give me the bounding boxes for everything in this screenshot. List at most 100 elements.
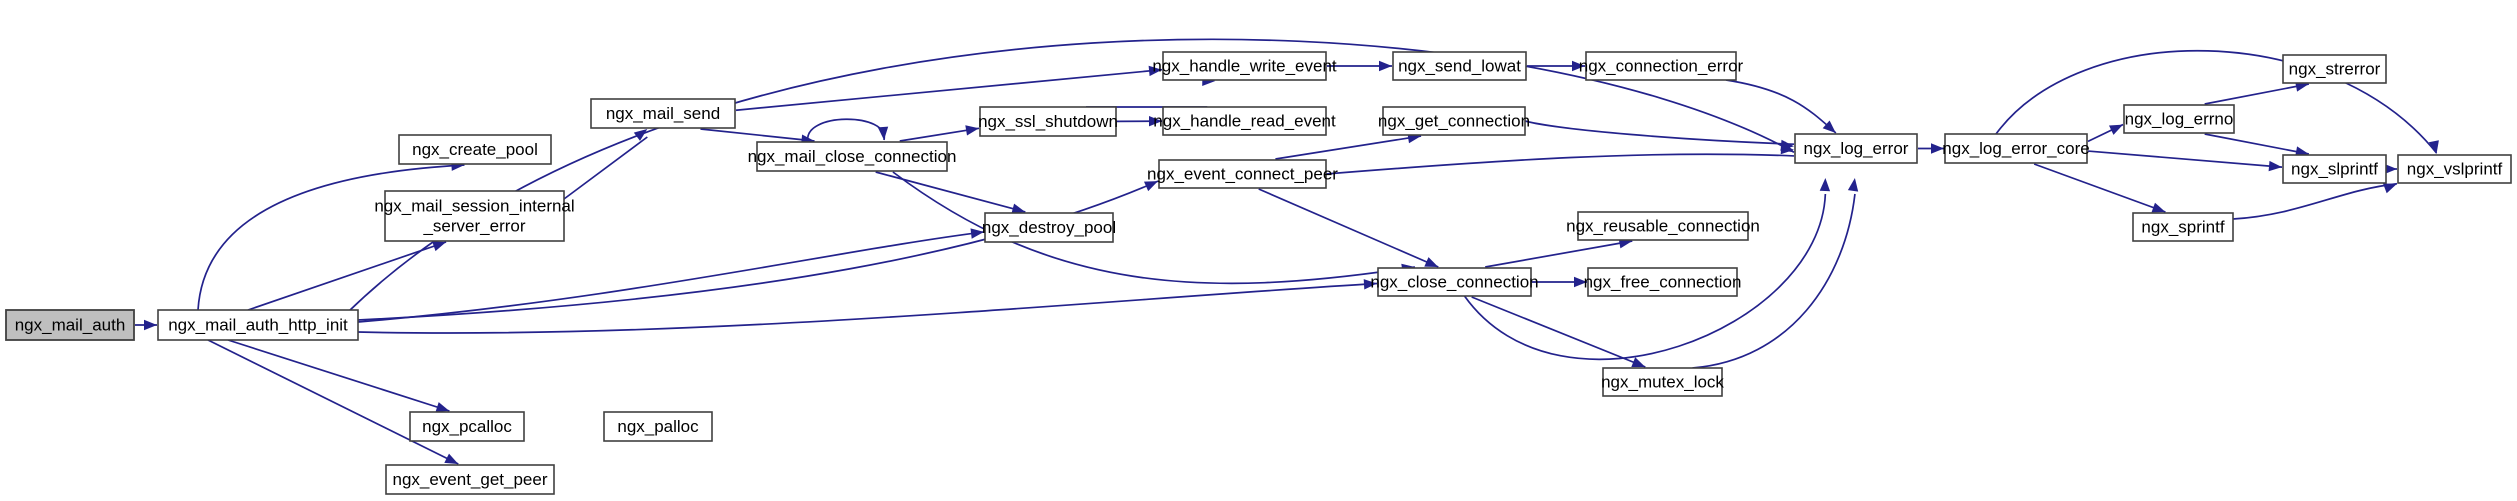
node-box-ngx_ssl_shutdown[interactable] [979,106,1117,137]
edge-arrowhead [1847,178,1859,192]
node-ngx_log_error_core[interactable]: ngx_log_error_core [1942,133,2090,164]
node-ngx_log_error[interactable]: ngx_log_error [1794,133,1918,164]
node-label-ngx_send_lowat: ngx_send_lowat [1398,56,1521,75]
edge-arrowhead [1631,357,1646,367]
node-ngx_reusable_connection[interactable]: ngx_reusable_connection [1566,211,1760,241]
edge-ngx_event_connect_peer-ngx_log_error [1325,153,1795,175]
edge-ngx_close_connection-ngx_reusable_connection [1485,240,1633,268]
node-ngx_strerror[interactable]: ngx_strerror [2282,54,2387,84]
node-ngx_create_pool[interactable]: ngx_create_pool [398,134,552,165]
node-box-ngx_mail_auth[interactable] [5,309,135,341]
node-ngx_mail_close_connection[interactable]: ngx_mail_close_connection [748,141,957,172]
edge-arrowhead [1574,276,1587,288]
node-box-ngx_mail_send[interactable] [590,98,736,129]
node-box-ngx_reusable_connection[interactable] [1577,211,1749,241]
node-ngx_event_get_peer[interactable]: ngx_event_get_peer [385,464,555,495]
node-box-ngx_log_error_core[interactable] [1944,133,2088,164]
node-label-ngx_handle_write_event: ngx_handle_write_event [1152,56,1337,75]
edge-ngx_log_error_core-ngx_slprintf [2087,150,2283,168]
node-box-ngx_strerror[interactable] [2282,54,2387,84]
edge-ngx_mail_auth_http_init-ngx_event_connect_peer [357,180,1159,321]
node-box-ngx_event_get_peer[interactable] [385,464,555,495]
node-box-ngx_pcalloc[interactable] [409,411,525,442]
edge-arrowhead [2109,124,2123,135]
node-label-ngx_ssl_shutdown: ngx_ssl_shutdown [978,112,1118,131]
node-ngx_handle_read_event[interactable]: ngx_handle_read_event [1153,106,1336,136]
node-ngx_palloc[interactable]: ngx_palloc [603,411,713,442]
edge-arrowhead [1819,178,1831,192]
node-box-ngx_get_connection[interactable] [1382,106,1526,136]
edge-ngx_get_connection-ngx_log_error [1524,120,1795,146]
node-box-ngx_mail_auth_http_init[interactable] [157,309,359,341]
node-ngx_event_connect_peer[interactable]: ngx_event_connect_peer [1147,159,1338,189]
node-ngx_destroy_pool[interactable]: ngx_destroy_pool [982,212,1116,243]
edge-arrowhead [1822,120,1836,133]
node-ngx_mutex_lock[interactable]: ngx_mutex_lock [1601,367,1724,397]
node-label-ngx_event_get_peer: ngx_event_get_peer [392,470,547,489]
node-label-ngx_vslprintf: ngx_vslprintf [2407,159,2503,178]
node-ngx_send_lowat[interactable]: ngx_send_lowat [1392,51,1527,81]
edge-arrowhead [144,319,157,331]
node-box-ngx_mutex_lock[interactable] [1602,367,1723,397]
node-box-ngx_create_pool[interactable] [398,134,552,165]
node-box-ngx_handle_read_event[interactable] [1162,106,1327,136]
edge-ngx_log_errno-ngx_strerror [2204,83,2310,105]
node-box-ngx_slprintf[interactable] [2282,154,2387,184]
node-box-ngx_vslprintf[interactable] [2397,154,2512,184]
node-label2-ngx_mail_session_internal_server_error: _server_error [422,216,525,235]
node-ngx_handle_write_event[interactable]: ngx_handle_write_event [1152,51,1337,81]
node-label-ngx_log_error_core: ngx_log_error_core [1942,139,2089,158]
node-box-ngx_log_error[interactable] [1794,133,1918,164]
node-ngx_vslprintf[interactable]: ngx_vslprintf [2397,154,2512,184]
edge-ngx_mail_auth_http_init-ngx_destroy_pool [357,231,985,323]
edge-ngx_event_connect_peer-ngx_close_connection [1258,188,1439,268]
edge-ngx_mail_auth_http_init-ngx_create_pool [197,164,465,311]
node-ngx_get_connection[interactable]: ngx_get_connection [1378,106,1530,136]
edge-arrowhead [2295,146,2309,157]
node-ngx_mail_session_internal_server_error[interactable]: ngx_mail_session_internal_server_error [374,190,575,242]
edge-ngx_close_connection-ngx_log_error [1463,193,1827,361]
node-box-ngx_palloc[interactable] [603,411,713,442]
node-ngx_slprintf[interactable]: ngx_slprintf [2282,154,2387,184]
node-box-ngx_destroy_pool[interactable] [984,212,1114,243]
edge-arrowhead [1424,257,1439,267]
node-label-ngx_mail_close_connection: ngx_mail_close_connection [748,147,957,166]
edge-arrowhead [435,402,450,412]
edge-arrowhead [633,129,648,141]
node-ngx_close_connection[interactable]: ngx_close_connection [1370,267,1539,297]
node-ngx_pcalloc[interactable]: ngx_pcalloc [409,411,525,442]
node-box-ngx_event_connect_peer[interactable] [1158,159,1327,189]
node-ngx_connection_error[interactable]: ngx_connection_error [1579,51,1744,81]
node-ngx_free_connection[interactable]: ngx_free_connection [1584,267,1742,297]
node-ngx_log_errno[interactable]: ngx_log_errno [2123,104,2235,134]
edge-ngx_mail_close_connection-ngx_ssl_shutdown [899,127,980,142]
node-box-ngx_connection_error[interactable] [1585,51,1737,81]
node-box-ngx_close_connection[interactable] [1377,267,1532,297]
node-label-ngx_reusable_connection: ngx_reusable_connection [1566,216,1760,235]
edge-ngx_close_connection-ngx_mutex_lock [1471,296,1646,368]
edge-arrowhead [2384,163,2397,175]
edge-arrowhead [444,453,459,464]
node-ngx_mail_send[interactable]: ngx_mail_send [590,98,736,129]
node-ngx_ssl_shutdown[interactable]: ngx_ssl_shutdown [978,106,1118,137]
node-label-ngx_palloc: ngx_palloc [617,417,699,436]
node-box-ngx_mail_close_connection[interactable] [756,141,948,172]
edge-ngx_mail_close_connection-ngx_close_connection [892,171,1416,285]
node-label-ngx_pcalloc: ngx_pcalloc [422,417,512,436]
node-ngx_mail_auth_http_init[interactable]: ngx_mail_auth_http_init [157,309,359,341]
edge-arrowhead [2151,202,2166,213]
node-box-ngx_free_connection[interactable] [1587,267,1738,297]
edge-arrowhead [1780,139,1794,151]
node-label-ngx_mail_auth_http_init: ngx_mail_auth_http_init [168,315,348,334]
node-ngx_mail_auth[interactable]: ngx_mail_auth [5,309,135,341]
node-box-ngx_sprint[interactable] [2132,212,2234,242]
node-box-ngx_send_lowat[interactable] [1392,51,1527,81]
node-ngx_sprint[interactable]: ngx_sprintf [2132,212,2234,242]
node-label-ngx_mail_send: ngx_mail_send [606,104,720,123]
node-box-ngx_mail_session_internal_server_error[interactable] [384,190,565,242]
node-label-ngx_create_pool: ngx_create_pool [412,140,538,159]
edge-arrowhead [1363,279,1377,290]
node-box-ngx_log_errno[interactable] [2123,104,2235,134]
edge-ngx_mail_close_connection-self [807,118,885,143]
node-box-ngx_handle_write_event[interactable] [1162,51,1327,81]
